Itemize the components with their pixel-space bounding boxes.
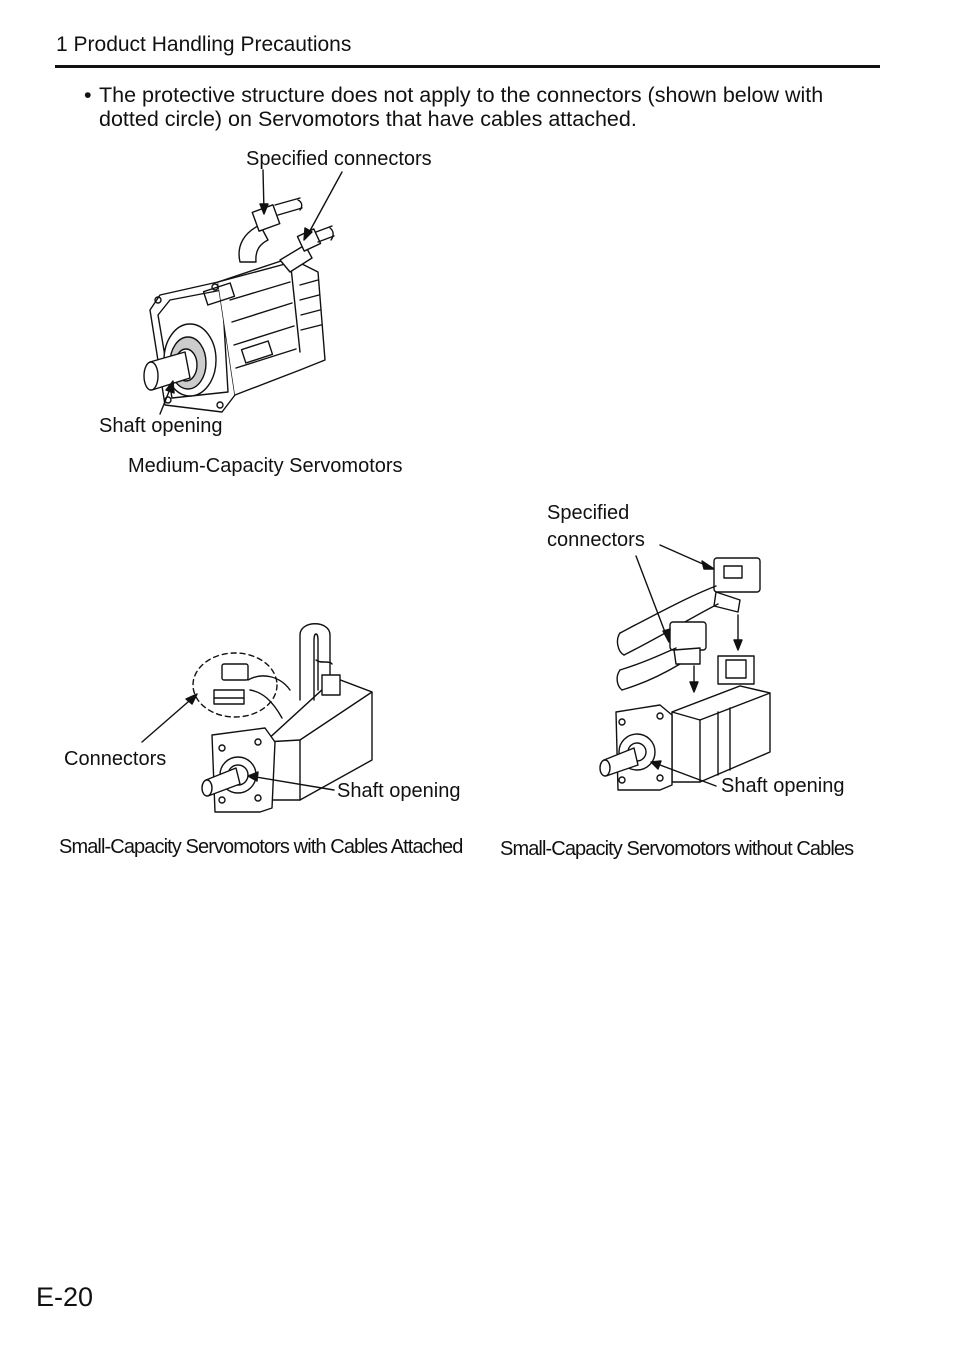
bullet-text: The protective structure does not apply …	[99, 83, 824, 131]
header-rule	[55, 65, 880, 68]
small-servomotor-without-cables-drawing	[599, 544, 771, 791]
small-cables-shaft-label: Shaft opening	[337, 780, 461, 802]
small-cables-caption: Small-Capacity Servomotors with Cables A…	[59, 836, 463, 858]
page-header-title: 1 Product Handling Precautions	[56, 33, 352, 56]
small-nocables-shaft-label: Shaft opening	[721, 775, 845, 797]
bullet-paragraph: • The protective structure does not appl…	[84, 83, 884, 131]
medium-shaft-label: Shaft opening	[99, 415, 223, 437]
small-cables-connectors-label: Connectors	[64, 748, 167, 770]
medium-connectors-label: Specified connectors	[246, 148, 432, 170]
bullet-marker: •	[84, 83, 92, 107]
small-nocables-connectors-label-line1: Specified	[547, 502, 630, 524]
small-nocables-connectors-label-line2: connectors	[547, 529, 645, 551]
small-nocables-caption: Small-Capacity Servomotors without Cable…	[500, 838, 854, 860]
small-servomotor-with-cables-drawing	[141, 623, 373, 813]
medium-servomotor-drawing	[143, 169, 343, 415]
medium-caption: Medium-Capacity Servomotors	[128, 455, 403, 477]
page-number: E-20	[36, 1282, 94, 1312]
